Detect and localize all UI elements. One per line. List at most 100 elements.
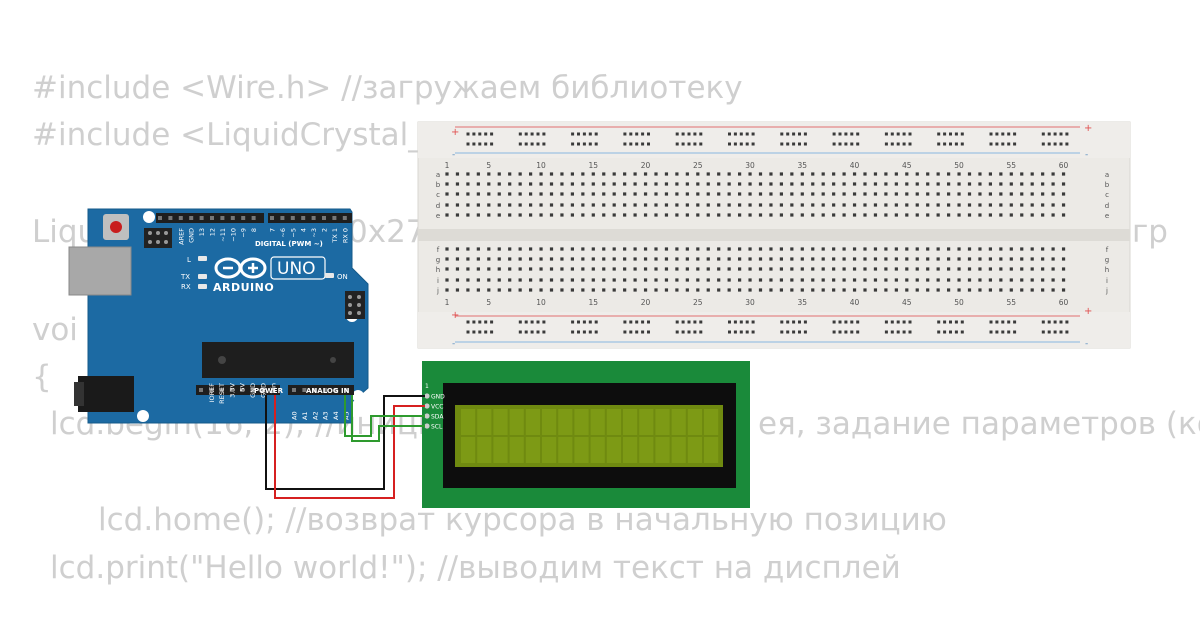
breadboard-hole: [466, 172, 470, 176]
breadboard-hole: [727, 192, 731, 196]
breadboard-hole: [591, 288, 595, 292]
breadboard-hole: [518, 247, 522, 251]
lcd-cell: [639, 409, 654, 435]
power-jack: [78, 376, 134, 412]
breadboard-hole: [675, 247, 679, 251]
rail-hole: [466, 142, 470, 146]
breadboard-hole: [967, 213, 972, 217]
digital-pin-label: ~10: [229, 228, 237, 242]
breadboard-hole: [466, 213, 470, 217]
digital-pin-label: 4: [300, 228, 308, 232]
breadboard-hole: [926, 172, 930, 176]
breadboard-hole: [926, 192, 930, 196]
rail-hole: [1059, 132, 1063, 136]
breadboard-hole: [664, 192, 669, 196]
breadboard-hole: [842, 172, 846, 176]
rail-hole: [1001, 132, 1005, 136]
rail-hole: [1065, 132, 1069, 136]
column-number: 10: [536, 161, 546, 170]
header-pin: [344, 388, 348, 392]
breadboard-hole: [957, 213, 961, 217]
rail-hole: [699, 132, 703, 136]
breadboard-hole: [717, 182, 721, 186]
rail-plus-sign-tl: +: [451, 127, 459, 138]
breadboard-hole: [445, 278, 449, 282]
breadboard-hole: [643, 257, 648, 261]
breadboard-hole: [581, 203, 585, 207]
power-label: POWER: [254, 387, 284, 395]
lcd-cell: [574, 409, 589, 435]
breadboard-hole: [612, 267, 616, 271]
rail-hole: [490, 142, 494, 146]
breadboard-hole: [1009, 288, 1013, 292]
breadboard-hole: [612, 192, 616, 196]
breadboard-hole: [518, 172, 522, 176]
breadboard-hole: [476, 267, 480, 271]
rail-hole: [792, 142, 796, 146]
breadboard-hole: [591, 213, 595, 217]
breadboard-hole: [758, 203, 763, 207]
breadboard-hole: [685, 182, 689, 186]
breadboard-hole: [549, 278, 554, 282]
rail-hole: [733, 132, 737, 136]
breadboard-hole: [497, 213, 501, 217]
lcd-cell: [687, 437, 702, 463]
breadboard-hole: [821, 247, 825, 251]
rail-hole: [954, 132, 958, 136]
breadboard-hole: [748, 172, 752, 176]
rail-hole: [960, 330, 964, 334]
analog-pin-label: A2: [311, 411, 319, 420]
breadboard-hole: [675, 172, 679, 176]
header-pin: [189, 216, 194, 220]
breadboard-center-channel: [418, 229, 1130, 241]
rail-hole: [908, 330, 912, 334]
breadboard-hole: [497, 257, 501, 261]
breadboard-hole: [1041, 247, 1045, 251]
breadboard-hole: [852, 267, 857, 271]
rail-hole: [466, 330, 470, 334]
digital-label: DIGITAL (PWM ~): [255, 240, 323, 248]
header-pin: [199, 388, 203, 392]
rail-hole: [588, 132, 592, 136]
breadboard-hole: [926, 182, 930, 186]
rail-minus-sign: -: [1085, 339, 1088, 349]
breadboard-hole: [978, 182, 982, 186]
breadboard-hole: [529, 288, 533, 292]
breadboard-hole: [947, 267, 951, 271]
header-pin: [323, 388, 328, 392]
header-pin: [302, 388, 307, 392]
header-pin: [312, 388, 317, 392]
rail-hole: [1001, 142, 1005, 146]
digital-pin-label: RX 0: [341, 228, 349, 243]
rail-hole: [838, 132, 842, 136]
breadboard-hole: [738, 213, 742, 217]
breadboard-hole: [811, 213, 815, 217]
led-tx: [198, 274, 207, 279]
breadboard-hole: [581, 257, 585, 261]
digital-pin-label: 12: [209, 228, 217, 236]
breadboard-hole: [487, 203, 491, 207]
breadboard-hole: [560, 213, 564, 217]
breadboard-hole: [873, 182, 878, 186]
header-pin: [290, 216, 295, 220]
rail-hole: [786, 320, 790, 324]
breadboard-hole: [675, 203, 679, 207]
breadboard-hole: [696, 203, 700, 207]
column-number: 20: [641, 298, 651, 307]
lcd-pin: [424, 423, 430, 429]
rail-hole: [1053, 132, 1057, 136]
rail-hole: [856, 330, 860, 334]
breadboard-hole: [654, 257, 658, 261]
mounting-hole: [137, 410, 149, 422]
breadboard-hole: [779, 182, 783, 186]
breadboard-hole: [612, 278, 616, 282]
rail-hole: [1013, 330, 1017, 334]
breadboard-hole: [884, 247, 888, 251]
rail-hole: [803, 320, 807, 324]
breadboard-hole: [852, 213, 857, 217]
breadboard-hole: [633, 247, 637, 251]
rail-hole: [989, 142, 993, 146]
row-letter: g: [1105, 256, 1109, 264]
breadboard-hole: [529, 247, 533, 251]
breadboard-hole: [633, 192, 637, 196]
